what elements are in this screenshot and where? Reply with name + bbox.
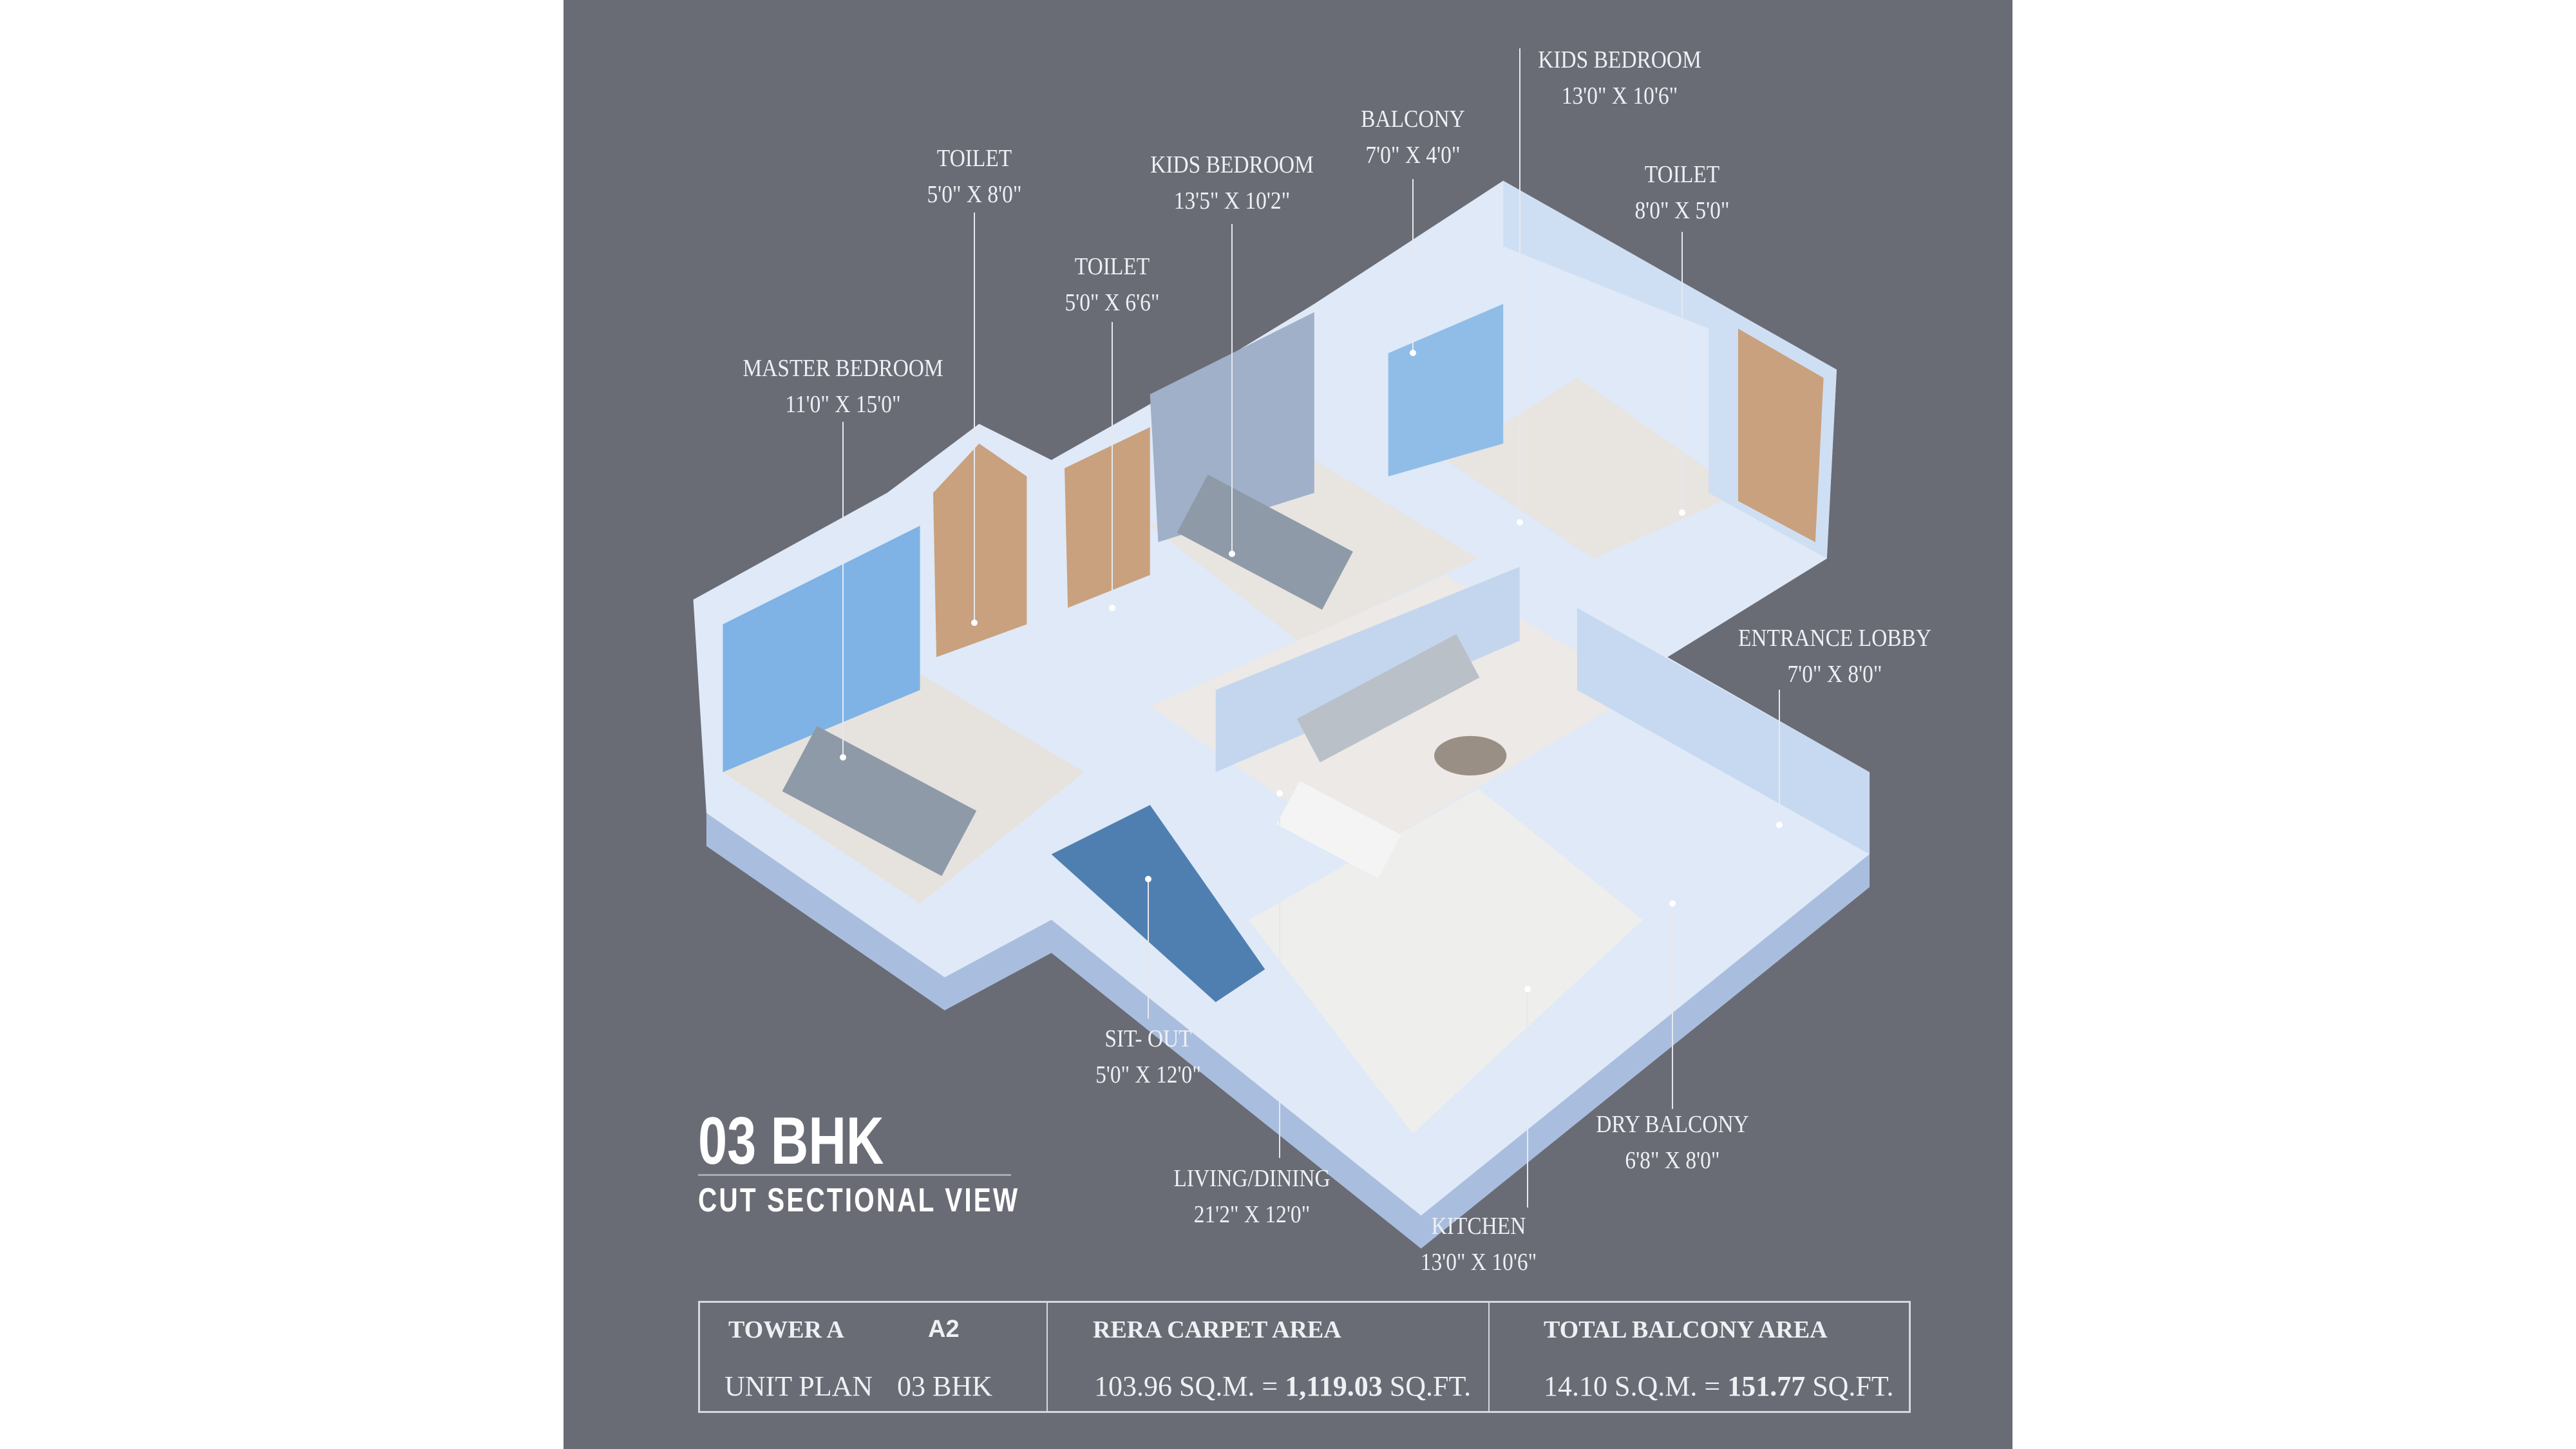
leader-dot — [1229, 551, 1235, 557]
table-divider — [1046, 1303, 1048, 1411]
master-bed — [782, 726, 977, 876]
leader-line — [1148, 879, 1149, 1019]
partition-wall — [1215, 567, 1520, 772]
leader-line — [1112, 322, 1113, 608]
plan-subtitle: CUT SECTIONAL VIEW — [698, 1182, 1020, 1219]
leader-dot — [1679, 509, 1685, 516]
leader-line — [1672, 904, 1673, 1109]
tower-label: TOWER A — [728, 1316, 844, 1343]
leader-dot — [1276, 790, 1283, 797]
unit-plan-label: UNIT PLAN — [724, 1370, 873, 1402]
leader-dot — [971, 620, 978, 626]
unit-code: A2 — [928, 1316, 960, 1343]
leader-dot — [1776, 822, 1783, 828]
table-divider — [1488, 1303, 1490, 1411]
kitchen-floor — [1248, 788, 1643, 1134]
leader-dot — [1145, 876, 1151, 882]
leader-dot — [840, 754, 846, 761]
dining-table — [1276, 781, 1401, 878]
sit-out-floor — [1051, 804, 1265, 1003]
toilet3-wall-wood — [1738, 328, 1824, 542]
unit-info-table: TOWER A A2 UNIT PLAN 03 BHK RERA CARPET … — [698, 1301, 1911, 1413]
leader-line — [1231, 224, 1233, 554]
leader-line — [1279, 793, 1280, 1158]
leader-line — [974, 213, 975, 623]
leader-line — [842, 422, 844, 757]
sofa — [1296, 634, 1480, 762]
leader-dot — [1109, 605, 1115, 611]
entrance-wall — [1577, 607, 1870, 855]
leader-line — [1779, 690, 1780, 825]
unit-plan-value: 03 BHK — [897, 1370, 992, 1402]
balcony-area-value: 14.10 S.Q.M. = 151.77 SQ.FT. — [1544, 1370, 1894, 1402]
leader-dot — [1410, 350, 1416, 356]
plan-title: 03 BHK — [698, 1104, 884, 1179]
toilet2-wall-wood — [1065, 427, 1150, 608]
leader-line — [1527, 989, 1528, 1208]
title-divider — [698, 1174, 1011, 1176]
leader-line — [1681, 232, 1683, 513]
carpet-area-label: RERA CARPET AREA — [1093, 1316, 1341, 1343]
balcony-area-label: TOTAL BALCONY AREA — [1544, 1316, 1828, 1343]
balcony-glass — [1388, 303, 1504, 477]
bed — [1177, 474, 1353, 610]
leader-dot — [1517, 519, 1523, 526]
toilet-wall-wood — [933, 443, 1027, 658]
leader-dot — [1524, 986, 1531, 992]
coffee-table — [1434, 735, 1507, 776]
leader-line — [1519, 48, 1520, 522]
carpet-area-value: 103.96 SQ.M. = 1,119.03 SQ.FT. — [1094, 1370, 1472, 1402]
leader-dot — [1669, 900, 1676, 907]
leader-line — [1412, 179, 1414, 353]
